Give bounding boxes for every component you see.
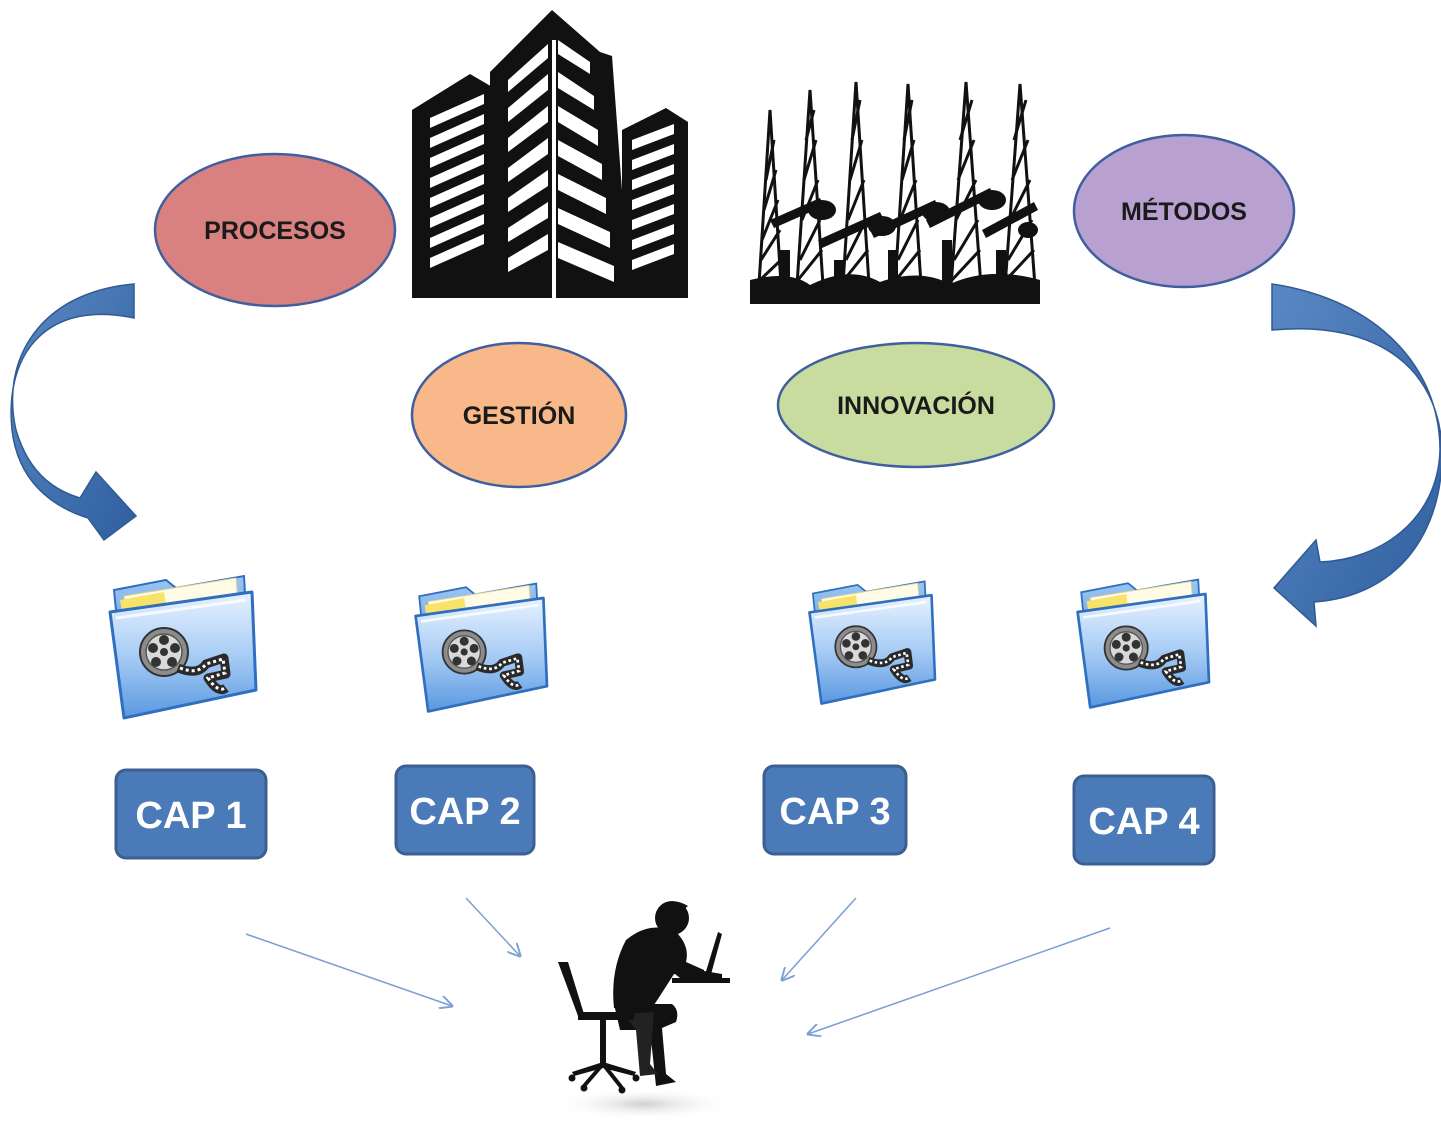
gestion-label: GESTIÓN	[463, 400, 576, 430]
cap-2-label: CAP 2	[409, 791, 520, 833]
procesos-ellipse: PROCESOS	[153, 152, 397, 308]
student-at-laptop-image	[554, 901, 734, 1120]
metodos-ellipse: MÉTODOS	[1072, 133, 1296, 289]
video-folder-icon[interactable]	[110, 576, 256, 718]
metodos-label: MÉTODOS	[1121, 197, 1247, 226]
office-buildings-image	[412, 10, 688, 298]
cap-3-button[interactable]: CAP 3	[762, 764, 908, 856]
right-curved-arrow	[1271, 283, 1441, 628]
innovacion-ellipse: INNOVACIÓN	[776, 341, 1056, 469]
procesos-label: PROCESOS	[204, 217, 346, 245]
cap-4-label: CAP 4	[1088, 801, 1199, 843]
left-curved-arrow	[10, 283, 138, 542]
cap-1-label: CAP 1	[135, 795, 246, 837]
cap-1-button[interactable]: CAP 1	[114, 768, 268, 860]
innovacion-label: INNOVACIÓN	[837, 390, 995, 420]
cap-2-button[interactable]: CAP 2	[394, 764, 536, 856]
video-folder-icon[interactable]	[416, 584, 547, 712]
oil-derricks-image	[750, 81, 1040, 304]
thin-connector-arrows	[245, 897, 1111, 1034]
video-folder-icon[interactable]	[1078, 580, 1209, 708]
gestion-ellipse: GESTIÓN	[410, 341, 628, 489]
cap-3-label: CAP 3	[779, 791, 890, 833]
video-folder-icon[interactable]	[809, 581, 935, 703]
cap-4-button[interactable]: CAP 4	[1072, 774, 1216, 866]
